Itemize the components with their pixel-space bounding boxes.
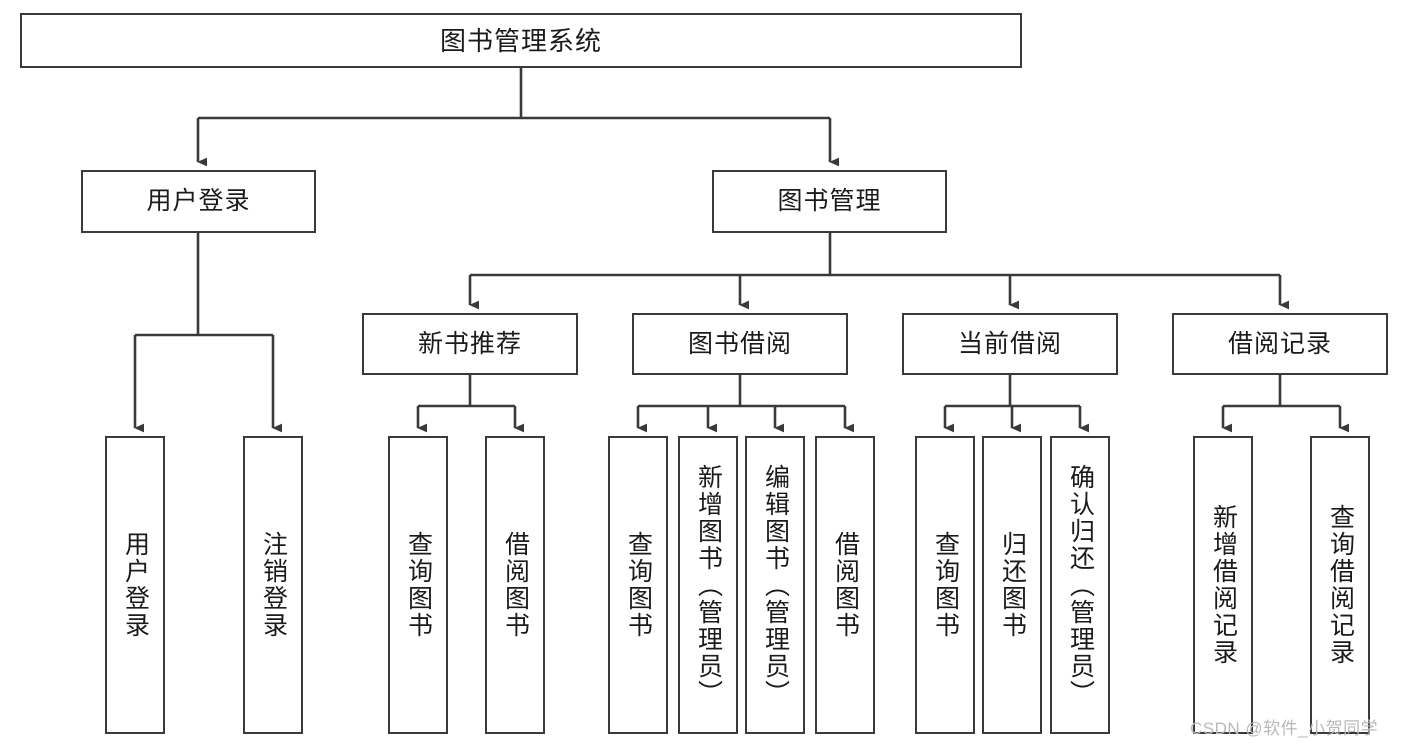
leaf-label: 查询图书 — [931, 531, 960, 639]
node-borrow-record[interactable]: 借阅记录 — [1172, 313, 1388, 375]
leaf-query-book-borrow[interactable]: 查询图书 — [608, 436, 668, 734]
leaf-return-book[interactable]: 归还图书 — [982, 436, 1042, 734]
node-user-login-group[interactable]: 用户登录 — [81, 170, 316, 233]
leaf-label: 确认归还（管理员） — [1066, 463, 1095, 707]
leaf-label: 编辑图书（管理员） — [761, 463, 790, 707]
leaf-label: 查询图书 — [624, 531, 653, 639]
node-label: 当前借阅 — [957, 329, 1062, 358]
leaf-label: 借阅图书 — [501, 531, 530, 639]
leaf-label: 新增图书（管理员） — [694, 463, 723, 707]
node-label: 借阅记录 — [1227, 329, 1332, 358]
leaf-query-book-current[interactable]: 查询图书 — [915, 436, 975, 734]
leaf-user-login[interactable]: 用户登录 — [105, 436, 165, 734]
leaf-query-borrow-record[interactable]: 查询借阅记录 — [1310, 436, 1370, 734]
leaf-label: 查询图书 — [404, 531, 433, 639]
leaf-add-book-admin[interactable]: 新增图书（管理员） — [678, 436, 738, 734]
node-label: 图书管理 — [777, 187, 882, 215]
leaf-confirm-return-admin[interactable]: 确认归还（管理员） — [1050, 436, 1110, 734]
node-label: 图书借阅 — [687, 329, 792, 358]
watermark: CSDN @软件_小贺同学 — [1190, 719, 1379, 738]
node-root-label: 图书管理系统 — [439, 25, 602, 56]
leaf-edit-book-admin[interactable]: 编辑图书（管理员） — [745, 436, 805, 734]
leaf-query-book-recommend[interactable]: 查询图书 — [388, 436, 448, 734]
leaf-label: 归还图书 — [998, 531, 1027, 639]
node-root[interactable]: 图书管理系统 — [20, 13, 1022, 68]
leaf-label: 借阅图书 — [831, 531, 860, 639]
leaf-borrow-book-recommend[interactable]: 借阅图书 — [485, 436, 545, 734]
leaf-label: 新增借阅记录 — [1209, 504, 1238, 666]
node-new-book-recommend[interactable]: 新书推荐 — [362, 313, 578, 375]
leaf-add-borrow-record[interactable]: 新增借阅记录 — [1193, 436, 1253, 734]
leaf-label: 查询借阅记录 — [1326, 504, 1355, 666]
node-label: 用户登录 — [146, 187, 251, 215]
leaf-label: 用户登录 — [121, 531, 150, 639]
leaf-borrow-book[interactable]: 借阅图书 — [815, 436, 875, 734]
node-book-borrow[interactable]: 图书借阅 — [632, 313, 848, 375]
leaf-logout[interactable]: 注销登录 — [243, 436, 303, 734]
leaf-label: 注销登录 — [259, 531, 288, 639]
node-book-management-group[interactable]: 图书管理 — [712, 170, 947, 233]
node-current-borrow[interactable]: 当前借阅 — [902, 313, 1118, 375]
node-label: 新书推荐 — [417, 329, 522, 358]
